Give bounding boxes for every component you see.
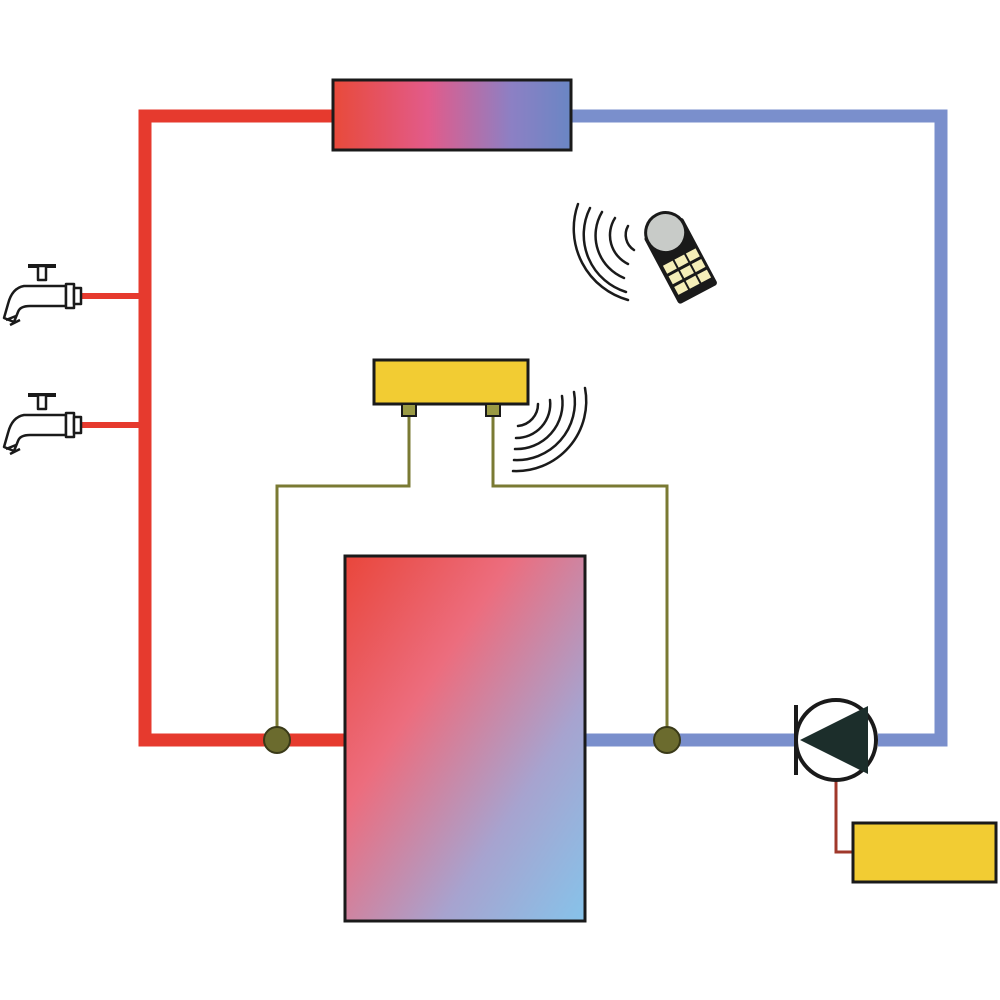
- controller-terminal-left: [401, 403, 417, 417]
- sensor-node-right: [653, 726, 681, 754]
- sensor-wire-left: [275, 412, 411, 738]
- controller-terminal-right: [485, 403, 501, 417]
- remote-control: [572, 202, 717, 304]
- heat-exchanger: [331, 78, 573, 152]
- hot-water-pipe: [80, 109, 345, 747]
- return-water-pipe: [570, 109, 948, 747]
- storage-tank: [343, 554, 587, 923]
- pump: [794, 698, 878, 782]
- faucet-lower: [2, 393, 83, 456]
- controller-box: [372, 358, 530, 406]
- pump-control-box: [851, 821, 998, 884]
- pump-arrow-icon: [800, 706, 868, 774]
- pump-control-wire: [834, 778, 853, 854]
- return-pipe-top-right: [570, 109, 948, 747]
- sensor-wiring: [275, 412, 669, 738]
- remote-screen: [644, 211, 688, 255]
- sensor-node-left: [263, 726, 291, 754]
- wireless-signal-icon: [511, 386, 588, 473]
- sensor-wire-right: [491, 412, 669, 738]
- faucet-icon: [2, 264, 83, 327]
- remote-control-icon: [644, 211, 717, 304]
- controller: [372, 358, 588, 473]
- faucet-icon: [2, 393, 83, 456]
- hot-pipe-main: [138, 109, 345, 747]
- faucet-upper: [2, 264, 83, 327]
- remote-signal-icon: [572, 202, 636, 302]
